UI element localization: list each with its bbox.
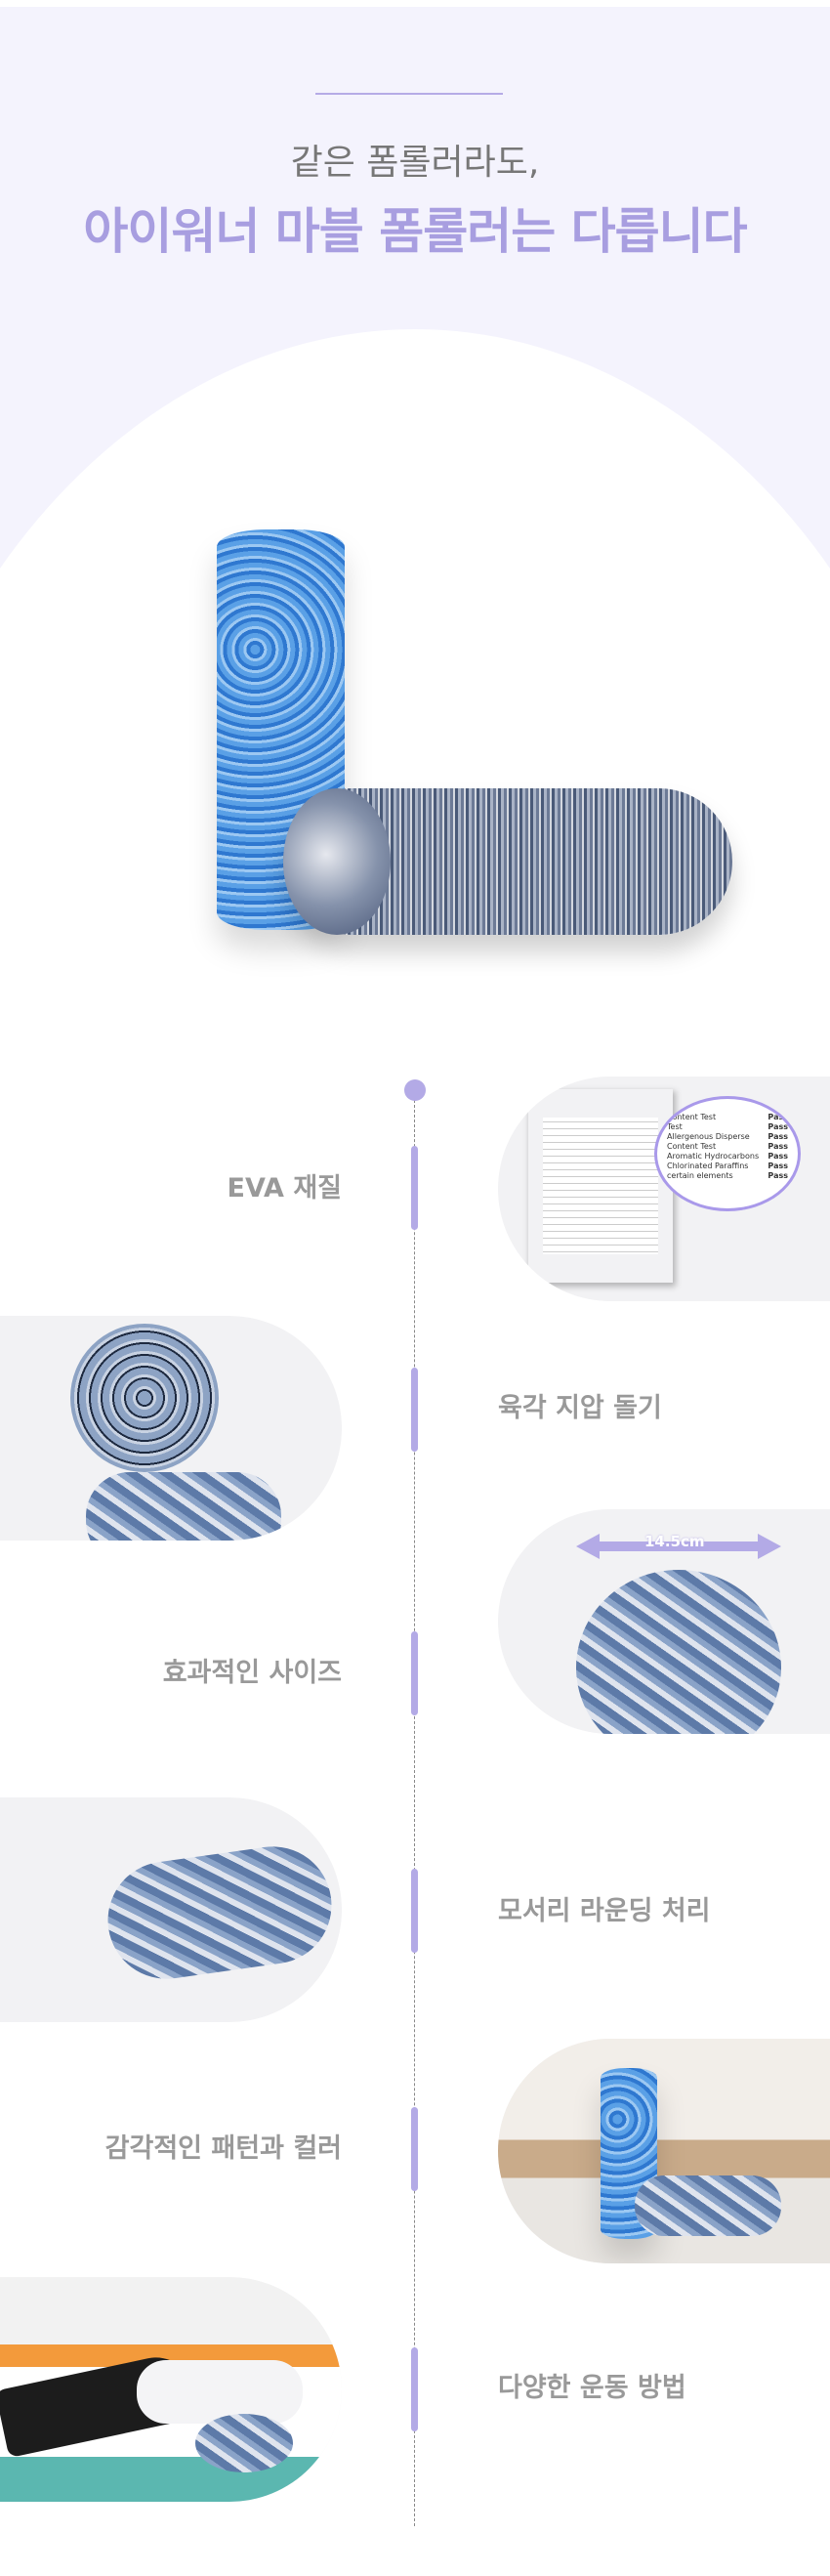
timeline-line [414,1090,415,2526]
timeline-marker [411,2107,418,2191]
dimension-label: 14.5cm [644,1533,705,1550]
timeline-dot [404,1079,426,1101]
roller-size-image: 14.5cm [498,1509,830,1734]
rounded-edge-image [0,1797,342,2022]
double-arrow-icon [576,1534,781,1559]
feature-label: 모서리 라운딩 처리 [498,1896,711,1926]
feature-label: 감각적인 패턴과 컬러 [104,2133,342,2164]
timeline-marker [411,2347,418,2431]
divider [315,93,503,95]
timeline-marker [411,1146,418,1230]
feature-label: 다양한 운동 방법 [498,2373,686,2403]
feature-label: 육각 지압 돌기 [498,1393,662,1423]
timeline-marker [411,1631,418,1715]
room-rollers-image [498,2039,830,2263]
hero-subtitle: 같은 폼롤러라도, [290,143,540,183]
timeline-marker [411,1368,418,1452]
hexagon-texture-image [0,1316,342,1541]
report-document [527,1088,674,1284]
hero-section: 같은 폼롤러라도, 아이워너 마블 폼롤러는 다릅니다 [0,7,830,1023]
feature-label: EVA 재질 [227,1173,342,1204]
exercise-image [0,2277,342,2502]
feature-label: 효과적인 사이즈 [162,1658,342,1688]
hero-title: 아이워너 마블 폼롤러는 다릅니다 [83,203,747,260]
timeline-marker [411,1869,418,1953]
gray-foam-roller-image [283,788,732,935]
